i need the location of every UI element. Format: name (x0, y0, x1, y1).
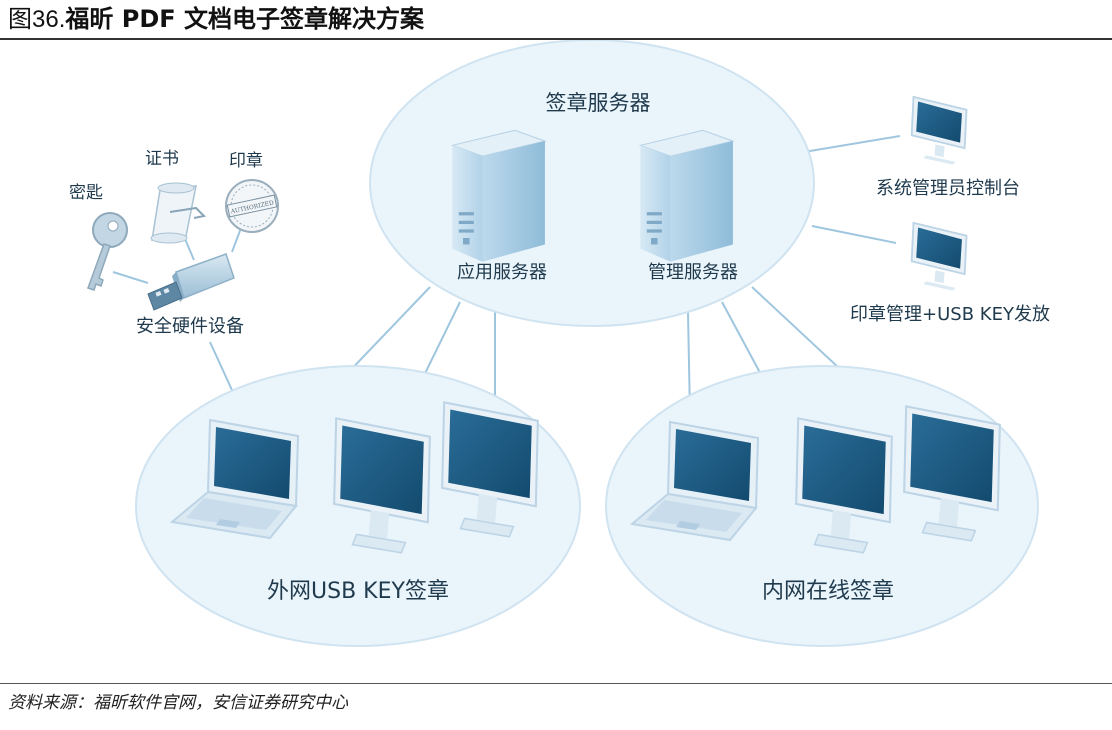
signature-server-label: 签章服务器 (546, 91, 651, 115)
source-rule (0, 683, 1112, 684)
title-rule (0, 38, 1112, 40)
key-label: 密匙 (69, 183, 103, 203)
mgmt-server-tower-icon (639, 129, 734, 263)
source-note: 资料来源：福昕软件官网，安信证券研究中心 (8, 693, 348, 713)
figure-title-pdf: PDF (121, 5, 176, 33)
seal-label: 印章 (229, 151, 263, 171)
line-server-to-sealmgmt (811, 225, 897, 244)
figure-title-company: 福昕 (65, 5, 122, 33)
figure-title: 图36.福昕 PDF 文档电子签章解决方案 (8, 2, 424, 36)
external-usbkey-label: 外网USB KEY签章 (267, 579, 449, 604)
seal-mgmt-monitor-icon (910, 221, 968, 292)
solution-diagram: 签章服务器 应用服务器 管理服务器 系统管理员控制台 印章管理+USB KEY发… (69, 40, 1050, 647)
line-server-to-admin (803, 135, 901, 153)
mgmt-server-label: 管理服务器 (648, 262, 738, 283)
figure-title-rest: 文档电子签章解决方案 (175, 5, 424, 33)
internal-online-label: 内网在线签章 (762, 579, 894, 604)
seal-stamp-icon: AUTHORIZED (225, 179, 279, 233)
key-icon (87, 212, 128, 291)
seal-mgmt-label: 印章管理+USB KEY发放 (850, 304, 1050, 325)
app-server-tower-icon (451, 129, 546, 263)
figure-title-number: 36. (32, 6, 66, 33)
figure-title-prefix: 图 (8, 5, 32, 33)
admin-console-label: 系统管理员控制台 (876, 178, 1020, 199)
certificate-scroll-icon (150, 182, 207, 244)
admin-console-monitor-icon (910, 95, 968, 166)
certificate-label: 证书 (145, 149, 179, 169)
usb-key-icon (147, 253, 235, 311)
app-server-label: 应用服务器 (457, 262, 547, 283)
line-key-to-usb (112, 271, 149, 284)
signature-server-zone (369, 40, 815, 327)
secure-hardware-label: 安全硬件设备 (136, 316, 244, 337)
